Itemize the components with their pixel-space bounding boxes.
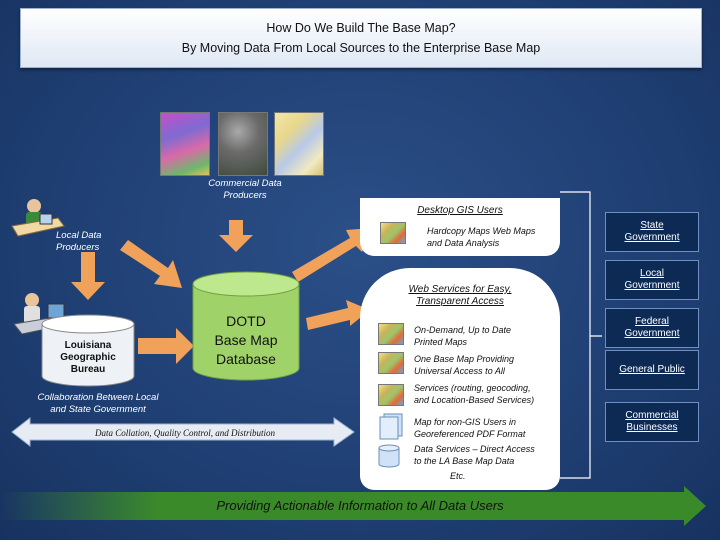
local-down-arrow [71,252,105,300]
collaboration-label: Collaboration Between Local and State Go… [37,392,159,415]
db-to-desktop-arrow [292,228,372,282]
bottom-banner-arrow [160,486,706,526]
audience-state-government: State Government [605,212,699,252]
web-map-thumbnail-3 [378,384,404,406]
db-to-web-arrow [306,300,370,330]
web-services-header: Web Services for Easy, Transparent Acces… [408,284,512,307]
commercial-map-image [160,112,210,176]
bureau-to-db-arrow [138,328,194,364]
data-services-db-icon [378,444,400,473]
title-line-1: How Do We Build The Base Map? [266,21,456,35]
web-item-3: Services (routing, geocoding, and Locati… [414,383,535,405]
desktop-gis-header: Desktop GIS Users [417,205,503,216]
commercial-producers-label: Commercial Data Producers [208,178,282,201]
desktop-map-thumbnail [380,222,406,244]
web-item-1: On-Demand, Up to Date Printed Maps [414,325,512,347]
title-box: How Do We Build The Base Map? By Moving … [20,8,702,68]
collation-label: Data Collation, Quality Control, and Dis… [95,428,275,438]
audience-local-government: Local Government [605,260,699,300]
bottom-banner-text: Providing Actionable Information to All … [216,498,504,513]
web-item-2: One Base Map Providing Universal Access … [414,354,515,376]
desktop-item-label: Hardcopy Maps Web Maps and Data Analysis [427,226,536,248]
local-to-db-arrow [120,240,182,288]
audience-general-public: General Public [605,350,699,390]
bureau-database-cylinder [40,314,136,393]
person-at-desk-icon [10,196,66,247]
web-map-thumbnail-1 [378,323,404,345]
collation-double-arrow [11,416,355,448]
audience-federal-government: Federal Government [605,308,699,348]
web-item-4: Map for non-GIS Users in Georeferenced P… [414,417,526,439]
audience-commercial-businesses: Commercial Businesses [605,402,699,442]
right-bracket [560,191,602,479]
pdf-documents-icon [376,412,406,445]
commercial-street-map-image [274,112,324,176]
bureau-label: Louisiana Geographic Bureau [60,340,116,375]
database-label: DOTD Base Map Database [214,313,278,367]
title-line-2: By Moving Data From Local Sources to the… [181,41,541,55]
commercial-aerial-image [218,112,268,176]
dotd-database-cylinder [192,271,300,381]
commercial-down-arrow [219,220,253,252]
web-item-etc: Etc. [450,471,466,481]
web-map-thumbnail-2 [378,352,404,374]
local-producers-label: Local Data Producers [56,230,102,253]
web-item-5: Data Services – Direct Access to the LA … [414,444,535,466]
